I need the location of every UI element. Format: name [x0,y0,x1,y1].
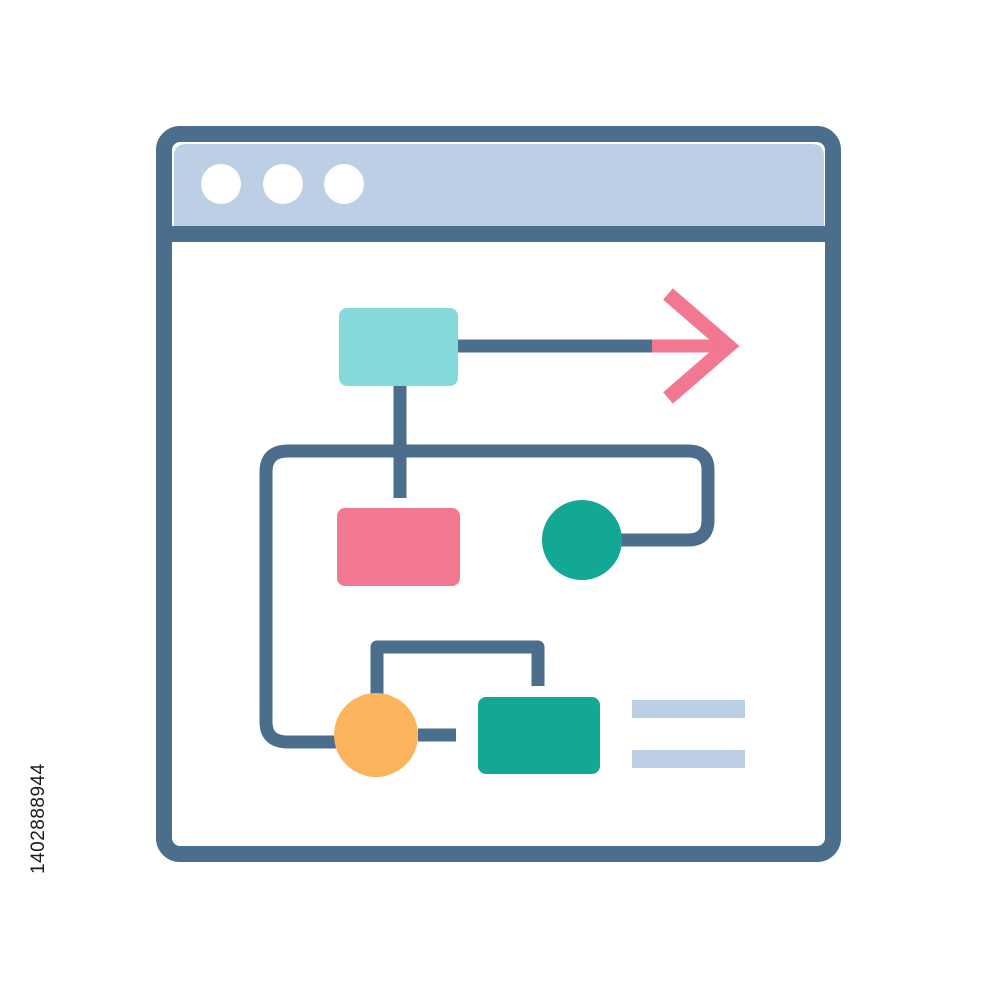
stock-id-watermark: 1402888944 [28,763,49,874]
window-dot-minimize[interactable] [263,164,303,204]
connector-bracket [370,640,545,694]
window-dot-close[interactable] [201,164,241,204]
window-dot-maximize[interactable] [324,164,364,204]
node-orange-decision [334,693,418,777]
window-frame [156,126,841,862]
window-titlebar [174,144,824,226]
node-top-process [339,308,458,386]
connector-loop [259,444,715,749]
node-green-process [478,697,600,774]
flowchart-connectors [259,339,715,749]
node-green-decision [542,500,622,580]
arrow-right-icon [652,288,740,404]
text-placeholder-line-2 [632,750,745,768]
node-pink-process [337,508,460,586]
browser-window [156,126,841,862]
flowchart [259,288,745,777]
text-placeholder-line-1 [632,700,745,718]
arrow-head [663,288,740,404]
